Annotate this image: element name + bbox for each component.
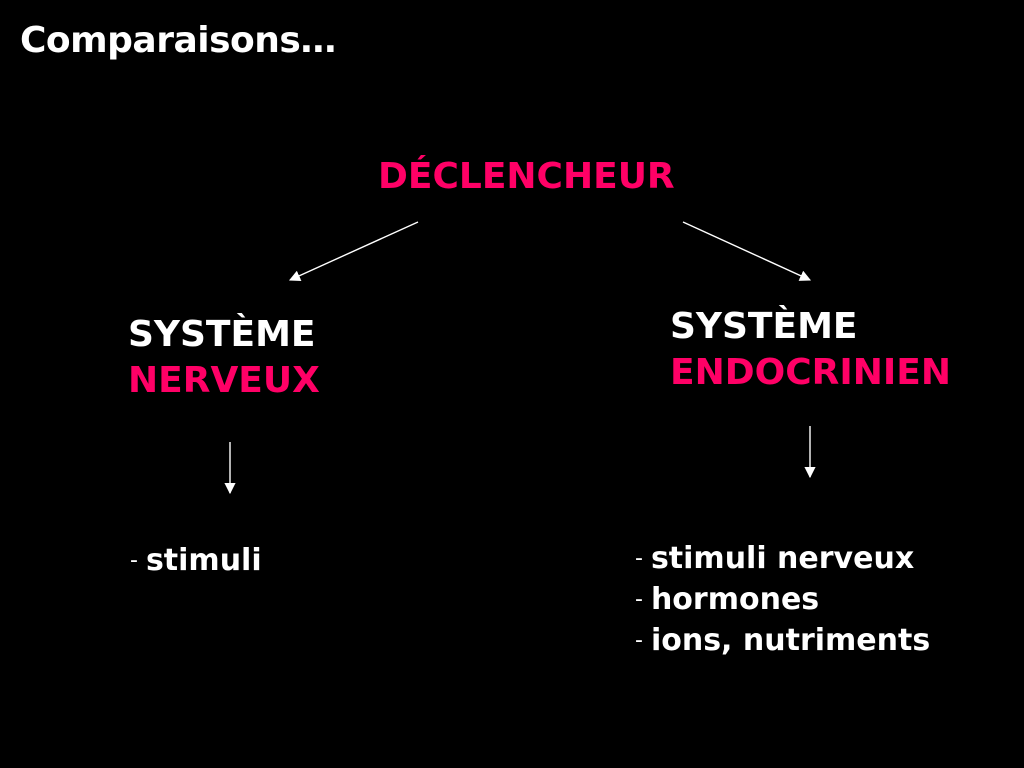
endocrine-system-line1: SYSTÈME [670,306,858,347]
endocrine-system-list: -stimuli nerveux -hormones -ions, nutrim… [635,538,930,661]
list-item: -stimuli [130,540,262,581]
list-item-text: hormones [650,582,820,617]
nervous-system-line1: SYSTÈME [128,314,316,355]
list-item-text: stimuli [145,543,262,578]
arrow-to-nervous-system [288,221,419,281]
list-item-text: stimuli nerveux [650,541,915,576]
list-dash: - [635,628,643,653]
list-dash: - [635,587,643,612]
list-item: -hormones [635,579,930,620]
list-item: -stimuli nerveux [635,538,930,579]
list-item-text: ions, nutriments [650,623,931,658]
endocrine-system-node: SYSTÈME ENDOCRINIEN [670,304,951,396]
nervous-system-list: -stimuli [130,540,262,581]
nervous-system-line2: NERVEUX [128,360,320,401]
list-dash: - [635,546,643,571]
slide-title: Comparaisons… [20,20,336,61]
trigger-label: DÉCLENCHEUR [378,156,675,197]
arrow-to-endocrine-system [682,221,812,281]
list-item: -ions, nutriments [635,620,930,661]
list-dash: - [130,548,138,573]
endocrine-system-line2: ENDOCRINIEN [670,352,951,393]
nervous-system-node: SYSTÈME NERVEUX [128,312,320,404]
